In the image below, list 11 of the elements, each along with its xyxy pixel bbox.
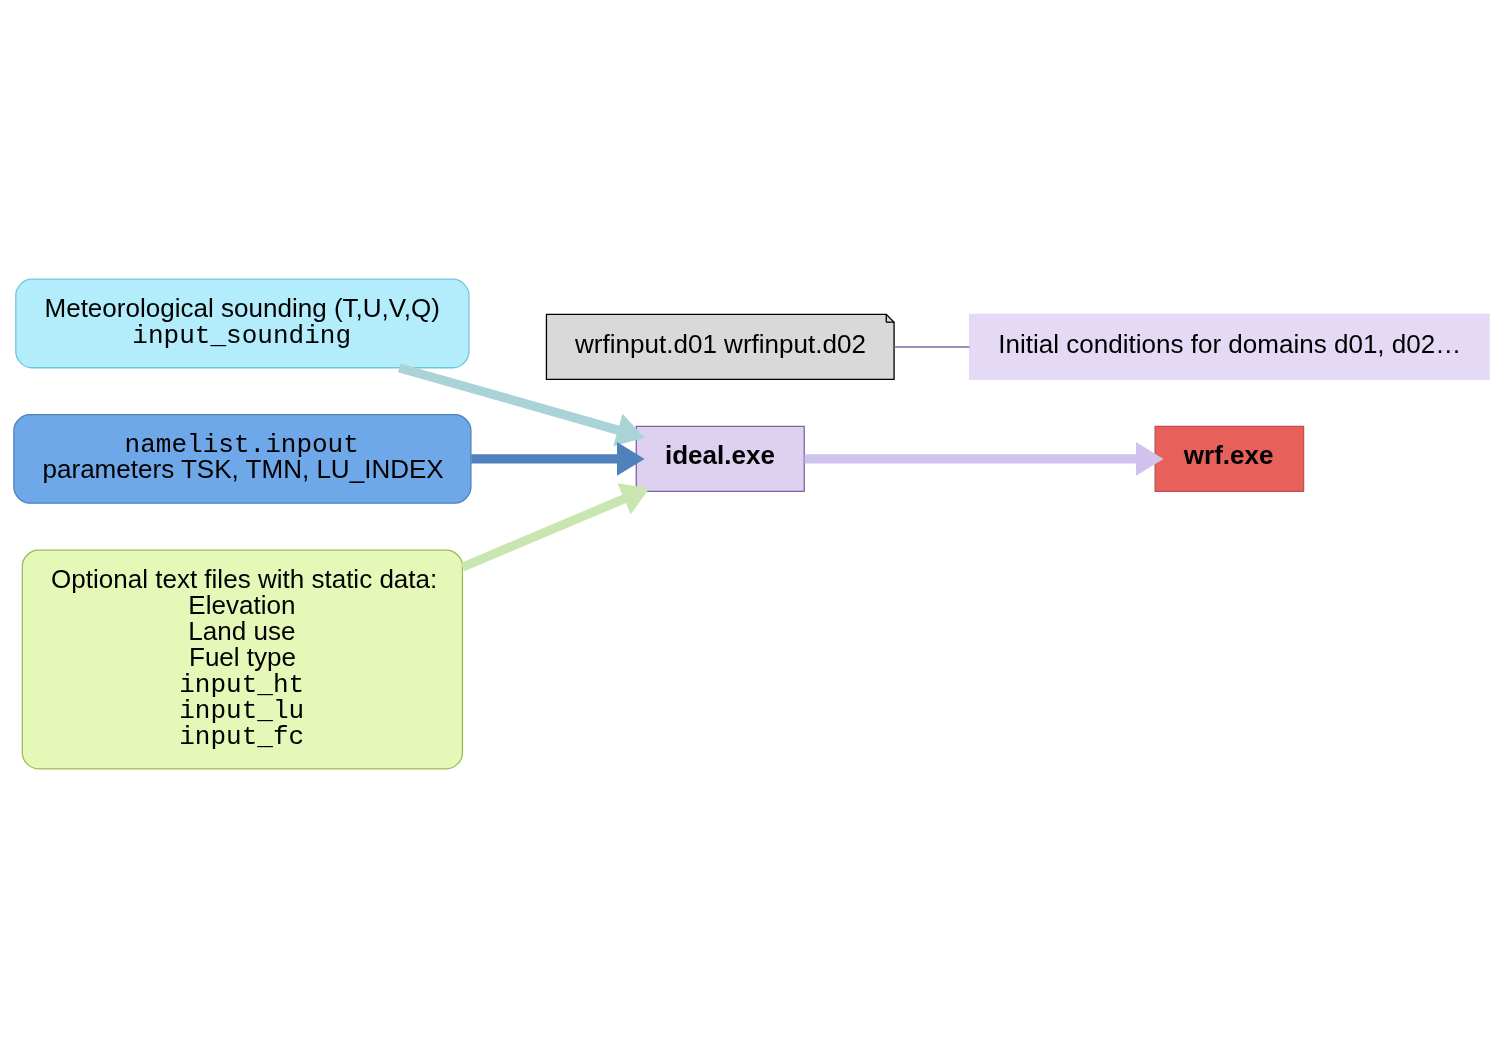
node-box: Optional text files with static data: Elevation Land use Fuel type input_ht input_lu input_fc: [21, 548, 464, 769]
node-box: Meteorological sounding (T,U,V,Q) input_sounding: [15, 278, 470, 368]
arrow: [471, 441, 645, 476]
node-box: Initial conditions for domains d01, d02…: [968, 313, 1490, 380]
node-box: wrf.exe: [1154, 425, 1305, 492]
arrow: [460, 482, 650, 571]
arrow: [398, 362, 645, 446]
node-box: ideal.exe: [635, 425, 805, 492]
arrow: [804, 441, 1164, 476]
connector: [893, 345, 971, 348]
node-box: namelist.inpout parameters TSK, TMN, LU_INDEX: [13, 413, 472, 504]
